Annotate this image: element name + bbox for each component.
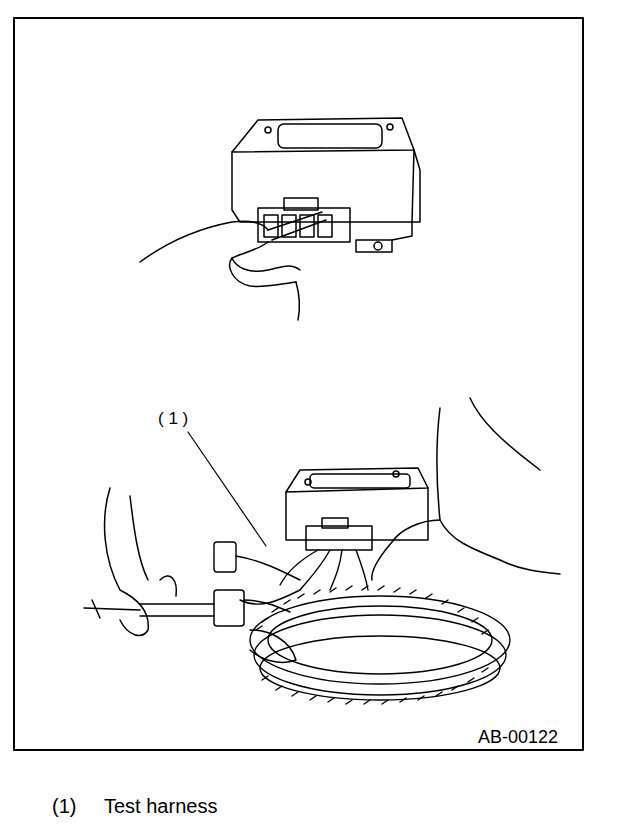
control-unit-top xyxy=(232,118,420,252)
callout-number: ( 1 ) xyxy=(158,410,188,427)
callout-number: (1) xyxy=(52,796,76,816)
sleeve-hand xyxy=(372,398,560,580)
hands-with-connector xyxy=(84,488,296,662)
figure-id: AB-00122 xyxy=(478,728,558,746)
frame xyxy=(14,18,583,750)
leader-line xyxy=(188,432,266,546)
part-name: Test harness xyxy=(104,796,217,816)
control-unit-bottom xyxy=(286,468,428,550)
test-harness xyxy=(214,542,510,704)
hand-with-probe xyxy=(140,212,326,320)
